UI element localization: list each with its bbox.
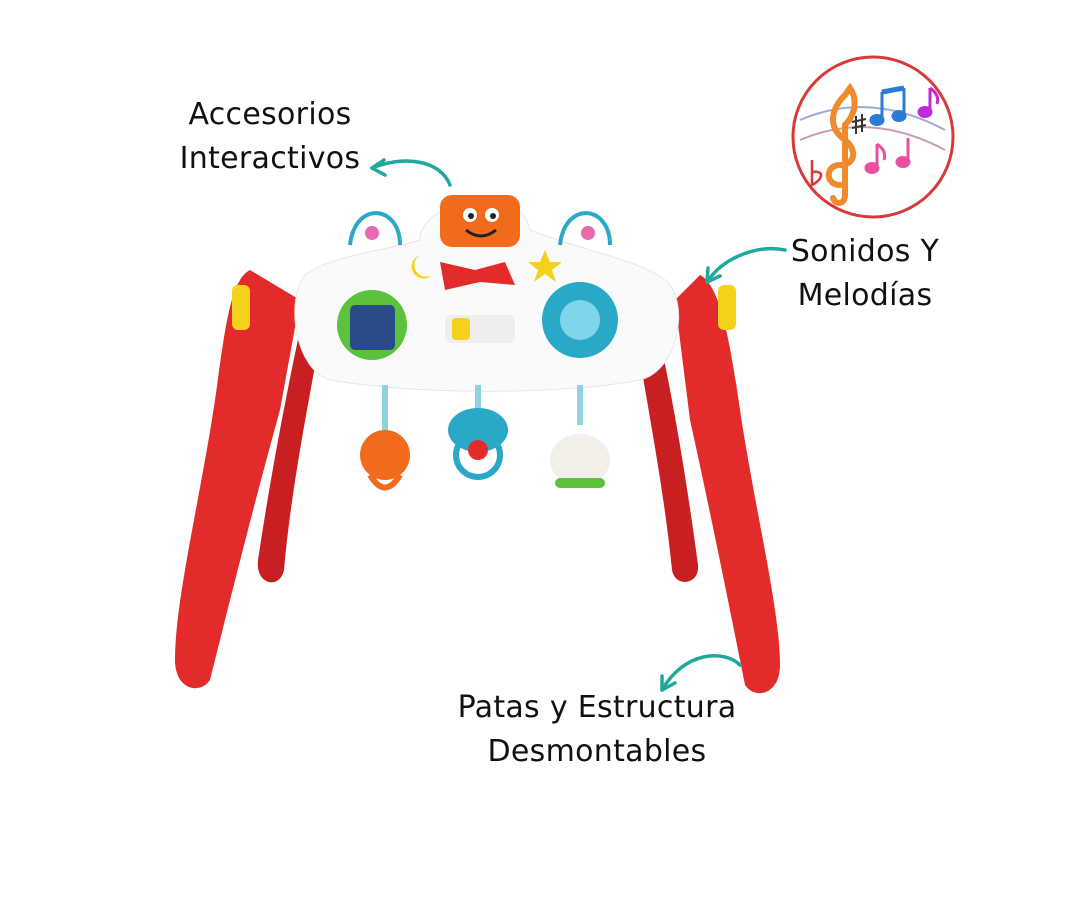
beamed-note-icon: [869, 85, 907, 126]
curved-arrow-icon: [705, 247, 787, 284]
orange-rattle: [360, 430, 410, 480]
flat-icon: [810, 160, 823, 188]
curved-arrow-icon: [370, 159, 452, 187]
annotation-line: Accesorios: [188, 97, 352, 132]
annotation-line: Desmontables: [487, 734, 707, 769]
left-clip: [232, 285, 250, 330]
right-back-leg: [640, 340, 699, 582]
annotation-line: Sonidos Y: [790, 234, 940, 269]
right-clip: [718, 285, 736, 330]
left-back-leg: [257, 330, 318, 583]
eighth-note-icon: [917, 86, 940, 118]
annotation-sounds: Sonidos Y Melodías: [791, 230, 939, 318]
bow-tie-button: [440, 262, 515, 290]
sharp-icon: [851, 114, 867, 134]
annotation-accessories: Accesorios Interactivos: [180, 93, 361, 181]
left-front-leg: [175, 270, 300, 689]
right-front-leg: [675, 275, 780, 694]
eighth-note-icon: [864, 138, 911, 174]
sheep-rattle: [550, 434, 610, 486]
smiley-screen: [440, 195, 520, 247]
music-notes-badge-icon: [791, 55, 955, 219]
curved-arrow-icon: [660, 654, 742, 692]
annotation-line: Melodías: [797, 278, 933, 313]
annotation-legs: Patas y Estructura Desmontables: [458, 686, 737, 774]
annotation-line: Patas y Estructura: [457, 690, 737, 725]
annotation-line: Interactivos: [179, 141, 361, 176]
treble-clef-icon: [825, 82, 858, 206]
